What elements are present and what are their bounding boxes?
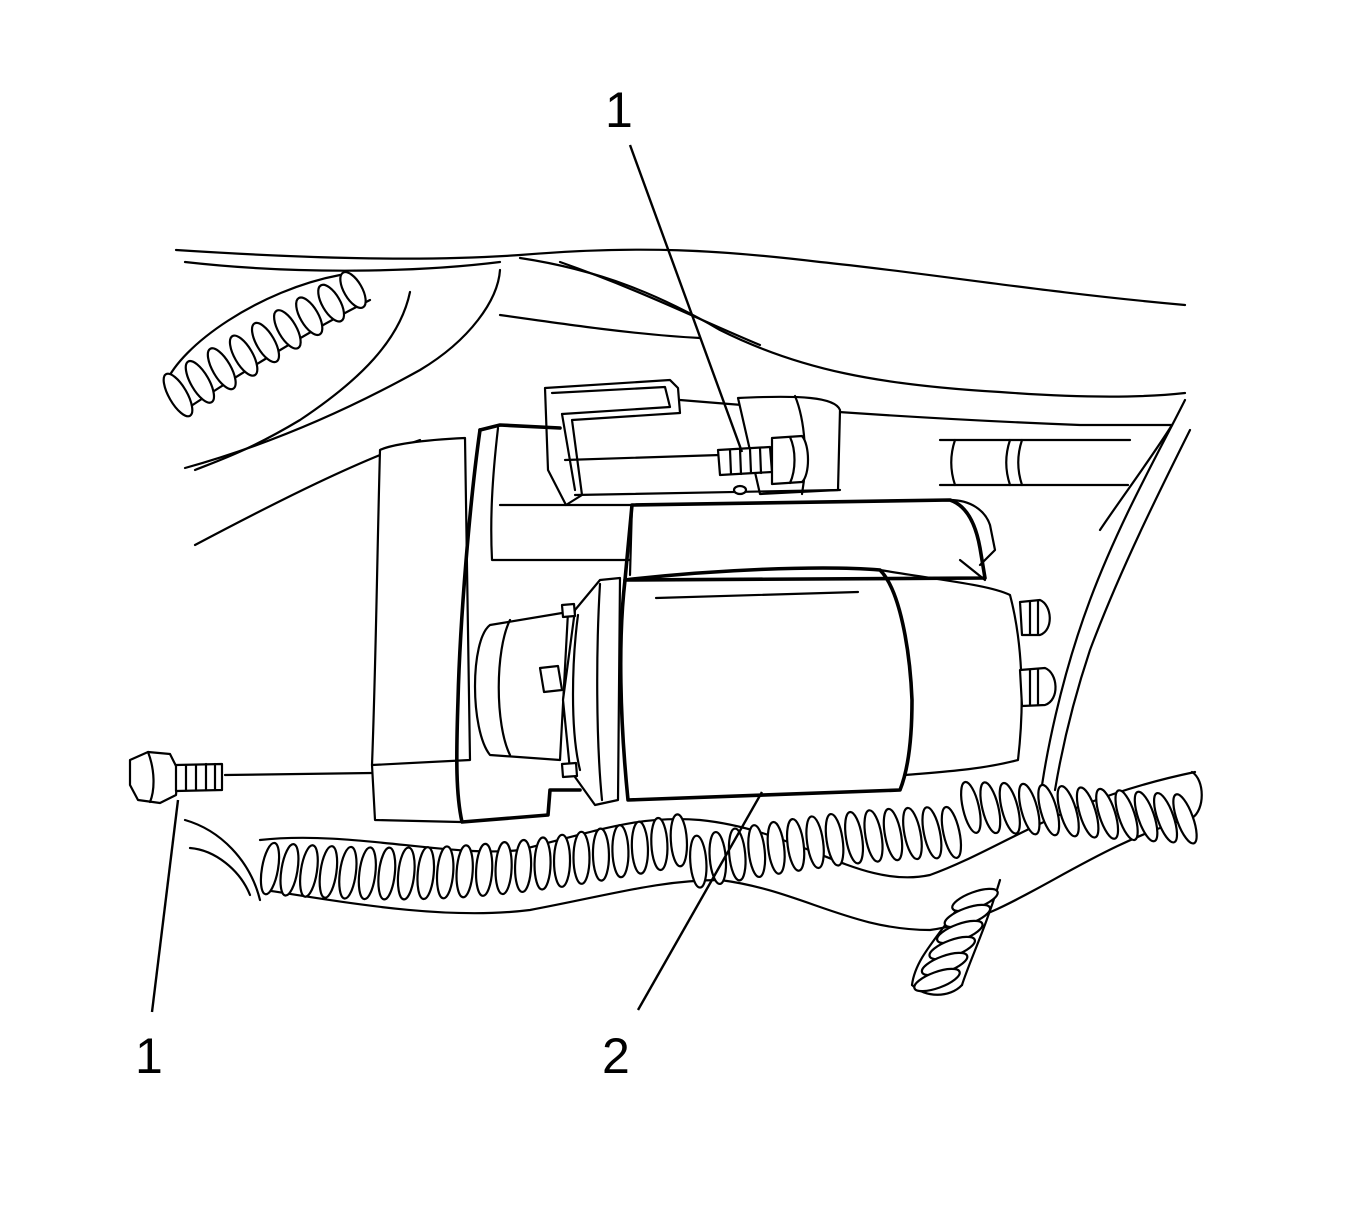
harness-rib bbox=[1114, 789, 1139, 842]
harness-rib bbox=[357, 846, 377, 901]
harness-rib bbox=[1095, 787, 1120, 840]
harness-rib bbox=[318, 845, 339, 899]
harness-rib bbox=[552, 833, 572, 888]
harness-rib bbox=[591, 827, 611, 882]
harness-rib bbox=[1056, 785, 1080, 838]
harness-rib bbox=[533, 836, 552, 891]
harness-rib bbox=[162, 372, 194, 418]
harness-rib bbox=[1133, 790, 1159, 843]
harness-rib bbox=[272, 309, 302, 350]
harness-rib bbox=[630, 820, 650, 875]
harness-rib bbox=[228, 334, 259, 377]
harness-rib bbox=[611, 824, 630, 879]
harness-rib bbox=[1152, 791, 1179, 844]
harness-rib bbox=[1172, 793, 1198, 845]
callout-2-starter: 2 bbox=[602, 1028, 630, 1084]
harness-rib bbox=[295, 296, 324, 337]
top-mounting-bolt bbox=[563, 434, 810, 496]
harness-rib bbox=[377, 846, 397, 901]
harness-rib bbox=[882, 807, 904, 862]
harness-rib bbox=[785, 817, 806, 872]
harness-rib bbox=[206, 347, 237, 391]
upper-wiring-harness bbox=[162, 271, 372, 418]
harness-rib bbox=[1017, 782, 1041, 836]
harness-rib bbox=[844, 810, 865, 865]
harness-rib bbox=[824, 812, 845, 867]
harness-rib bbox=[299, 844, 319, 898]
starter-housing bbox=[370, 423, 642, 824]
harness-rib bbox=[689, 834, 708, 889]
harness-rib bbox=[979, 781, 1002, 835]
leader-starter bbox=[636, 791, 764, 1011]
harness-rib bbox=[474, 842, 494, 897]
harness-rib bbox=[184, 359, 216, 404]
harness-rib bbox=[494, 840, 513, 896]
harness-rib bbox=[250, 321, 281, 364]
harness-rib bbox=[338, 845, 358, 900]
harness-rib bbox=[572, 830, 591, 885]
harness-rib bbox=[513, 838, 533, 894]
callout-1-top-bolt: 1 bbox=[605, 82, 633, 138]
leader-lines bbox=[150, 144, 764, 1013]
left-mounting-bolt bbox=[128, 750, 374, 805]
harness-rib bbox=[805, 815, 825, 870]
motor-body bbox=[623, 498, 997, 582]
harness-rib bbox=[960, 780, 982, 834]
harness-rib bbox=[1037, 783, 1061, 837]
harness-rib bbox=[455, 844, 474, 899]
leader-top-bolt bbox=[628, 144, 744, 453]
harness-rib bbox=[339, 271, 367, 309]
harness-rib bbox=[863, 809, 884, 863]
harness-rib bbox=[435, 845, 455, 900]
harness-rib bbox=[317, 283, 346, 323]
harness-rib bbox=[921, 806, 943, 860]
harness-rib bbox=[902, 806, 923, 861]
lower-wiring-harness bbox=[258, 770, 1203, 996]
vehicle-structure bbox=[174, 248, 1192, 902]
solenoid bbox=[538, 566, 1057, 807]
harness-rib bbox=[940, 805, 963, 860]
harness-rib bbox=[998, 781, 1021, 835]
harness-rib bbox=[416, 846, 436, 901]
callout-1-left-bolt: 1 bbox=[135, 1028, 163, 1084]
harness-rib bbox=[396, 846, 416, 901]
harness-rib bbox=[1075, 786, 1100, 839]
harness-rib bbox=[747, 824, 767, 879]
harness-rib bbox=[913, 967, 961, 993]
leader-left-bolt bbox=[150, 799, 180, 1013]
harness-rib bbox=[650, 816, 669, 872]
harness-rib bbox=[259, 841, 281, 896]
harness-rib bbox=[669, 813, 689, 868]
harness-rib bbox=[279, 843, 300, 897]
harness-rib bbox=[766, 820, 786, 875]
